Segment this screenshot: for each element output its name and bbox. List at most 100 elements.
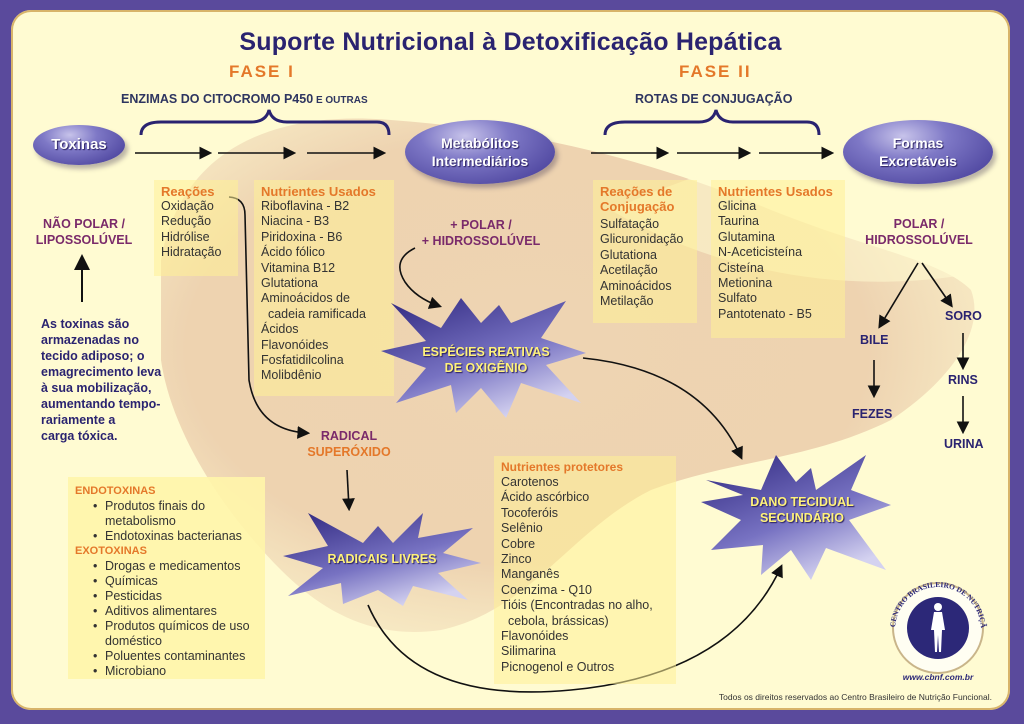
urina-label: URINA	[944, 437, 984, 451]
list-item: Molibdênio	[261, 368, 322, 383]
phase2-subtitle: ROTAS DE CONJUGAÇÃO	[635, 92, 793, 106]
list-item: Microbiano	[75, 664, 258, 679]
list-item: Ácido fólico	[261, 245, 325, 260]
list-item: Produtos finais do metabolismo	[75, 499, 258, 529]
poster-frame: Suporte Nutricional à Detoxificação Hepá…	[11, 10, 1010, 710]
arrow-especies-dano	[582, 357, 743, 460]
list-item: Glutationa	[600, 247, 657, 262]
list-item: Vitamina B12	[261, 260, 336, 275]
list-item: Glutamina	[718, 229, 775, 244]
phase1-subtitle-small: E OUTRAS	[313, 95, 368, 106]
note-line: armazenadas no	[41, 333, 139, 347]
list-item: Tocoferóis	[501, 505, 558, 520]
note-line: aumentando tempo-	[41, 397, 161, 411]
especies-burst-shape	[381, 298, 586, 418]
list-item: Endotoxinas bacterianas	[75, 529, 258, 544]
list-item: Coenzima - Q10	[501, 582, 593, 597]
phase1-subtitle-main: ENZIMAS DO CITOCROMO P450	[121, 92, 314, 106]
toxins-types-box: ENDOTOXINAS Produtos finais do metabolis…	[68, 477, 265, 679]
arrow-polar-soro	[921, 262, 953, 308]
phase2-brace	[603, 109, 821, 136]
list-item: Zinco	[501, 552, 532, 567]
human-figure-icon	[931, 603, 945, 652]
rins-label: RINS	[948, 373, 978, 387]
list-item: Carotenos	[501, 475, 559, 489]
arrow-reacoes-radical	[228, 196, 311, 439]
endotoxinas-header: ENDOTOXINAS	[75, 485, 156, 497]
list-item: cadeia ramificada	[261, 306, 366, 321]
list-item: Selênio	[501, 521, 543, 536]
list-item: Fosfatidilcolina	[261, 353, 344, 368]
list-item: Acetilação	[600, 263, 658, 278]
protetores-header: Nutrientes protetores	[501, 460, 624, 474]
arrow-polar-especies	[399, 247, 443, 309]
list-item: Glutationa	[261, 276, 318, 291]
list-item: Ácidos	[261, 322, 299, 337]
list-item: Manganês	[501, 567, 560, 582]
list-item: Taurina	[718, 214, 759, 229]
list-item: Picnogenol e Outros	[501, 659, 615, 674]
note-line: carga tóxica.	[41, 429, 118, 443]
flow-arrows	[74, 109, 970, 693]
arrow-polar-bile	[878, 262, 919, 329]
node-toxinas-label: Toxinas	[51, 136, 107, 153]
bile-label: BILE	[860, 333, 889, 347]
cbnf-logo: CENTRO BRASILEIRO DE NUTRIÇÃO FUNCIONAL …	[873, 580, 988, 682]
list-item: Riboflavina - B2	[261, 199, 350, 213]
list-item: Niacina - B3	[261, 214, 330, 229]
list-item: Aditivos alimentares	[75, 604, 258, 619]
phase2-label: FASE II	[679, 62, 752, 81]
soro-label: SORO	[945, 309, 982, 323]
note-line: emagrecimento leva	[41, 365, 162, 379]
list-item: Poluentes contaminantes	[75, 649, 258, 664]
mais-polar-label: + POLAR /+ HIDROSSOLÚVEL	[421, 218, 541, 248]
phase1-subtitle: ENZIMAS DO CITOCROMO P450 E OUTRAS	[121, 92, 368, 106]
exotoxinas-header: EXOTOXINAS	[75, 545, 147, 557]
copyright-footer: Todos os direitos reservados ao Centro B…	[718, 692, 992, 702]
list-item: Químicas	[75, 574, 258, 589]
list-item: Pantotenato - B5	[718, 306, 812, 321]
list-item: Piridoxina - B6	[261, 229, 343, 244]
list-item: Flavonóides	[501, 629, 569, 644]
note-line: tecido adiposo; o	[41, 349, 145, 363]
reacoes-header: Reações	[161, 184, 215, 199]
radicais-livres-label: RADICAIS LIVRES	[327, 552, 437, 566]
list-item: Glicina	[718, 199, 757, 213]
fezes-label: FEZES	[852, 407, 893, 421]
list-item: Aminoácidos	[600, 278, 672, 293]
node-toxinas: Toxinas	[33, 125, 125, 165]
page-title: Suporte Nutricional à Detoxificação Hepá…	[239, 28, 782, 56]
radicais-burst-shape	[283, 513, 481, 606]
list-item: Pesticidas	[75, 589, 258, 604]
list-item: Produtos químicos de uso doméstico	[75, 619, 258, 649]
note-line: rariamente a	[41, 413, 116, 427]
nao-polar-label: NÃO POLAR /LIPOSSOLÚVEL	[35, 217, 133, 247]
endotoxinas-list: Produtos finais do metabolismoEndotoxina…	[75, 499, 258, 544]
list-item: N-Aceticisteína	[718, 245, 803, 260]
note-line: à sua mobilização,	[41, 381, 152, 395]
list-item: Metilação	[600, 294, 654, 309]
nutrientes-fase2-header: Nutrientes Usados	[718, 184, 833, 199]
polar-label: POLAR /HIDROSSOLÚVEL	[865, 217, 973, 247]
list-item: Glicuronidação	[600, 232, 684, 247]
list-item: Metionina	[718, 276, 773, 291]
exotoxinas-list: Drogas e medicamentosQuímicasPesticidasA…	[75, 559, 258, 679]
list-item: Ácido ascórbico	[501, 490, 590, 505]
list-item: Sulfatação	[600, 217, 660, 231]
